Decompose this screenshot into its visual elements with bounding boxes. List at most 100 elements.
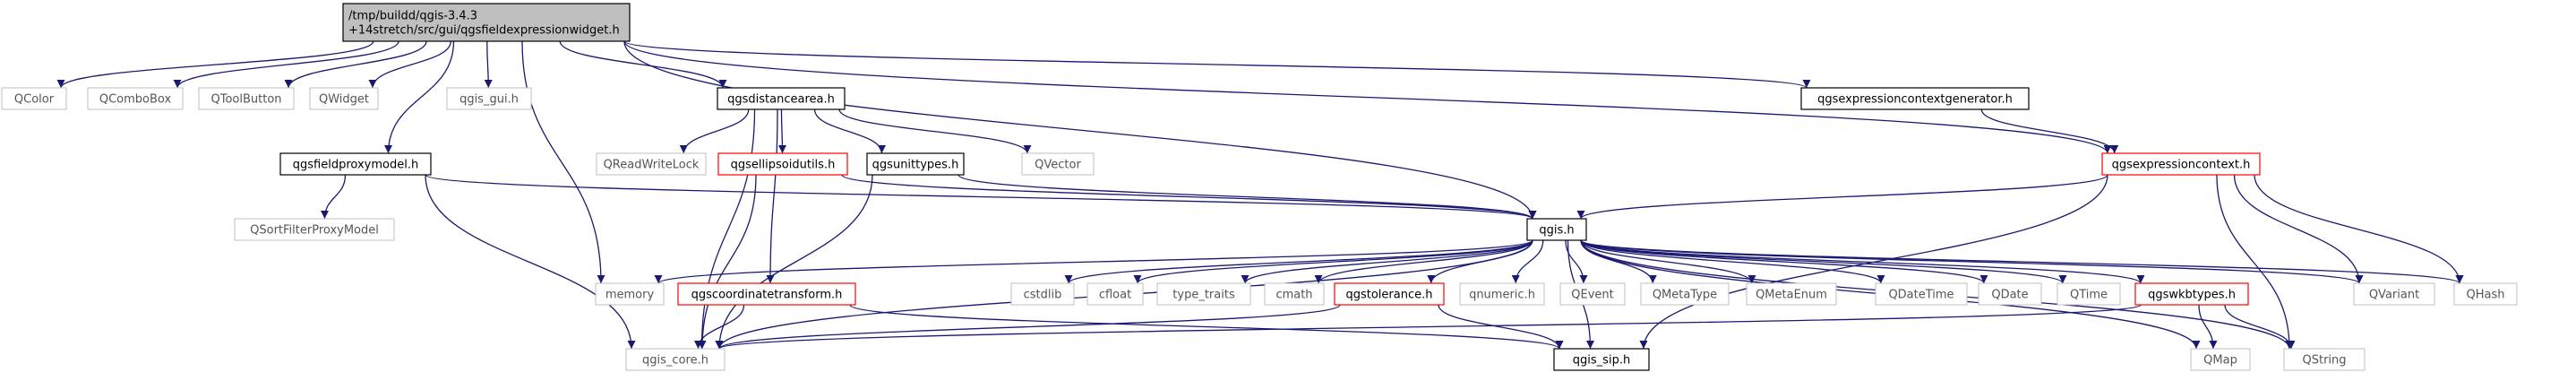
edge-qgsellipsoidutils-to-qgis	[841, 174, 1537, 220]
node-root-box	[342, 3, 631, 42]
node-type_traits[interactable]: type_traits	[1156, 282, 1251, 306]
node-qsortfilterproxymodel-label-0: QSortFilterProxyModel	[250, 224, 379, 238]
node-qmap-box	[2190, 348, 2251, 371]
edge-qgsfieldproxymodel-to-qgis_core	[425, 174, 636, 350]
edge-qgsexpressioncontext-to-qhash	[2254, 174, 2464, 284]
edge-qgis-to-cfloat	[1133, 239, 1533, 284]
node-qgsexpressioncontext[interactable]: qgsexpressioncontext.h	[2101, 152, 2261, 176]
node-qgsfieldproxymodel-box	[279, 152, 432, 176]
node-qvariant[interactable]: QVariant	[2353, 282, 2435, 306]
node-qmetatype-box	[1640, 282, 1730, 306]
node-qtoolbutton[interactable]: QToolButton	[198, 87, 295, 110]
node-qgis_core[interactable]: qgis_core.h	[625, 348, 726, 371]
node-root-label-0: /tmp/buildd/qgis-3.4.3	[348, 10, 477, 23]
edge-qgis-to-qmetaenum	[1580, 239, 1756, 284]
node-qcolor[interactable]: QColor	[1, 87, 67, 110]
node-qgswkbtypes[interactable]: qgswkbtypes.h	[2134, 282, 2249, 306]
node-qsortfilterproxymodel[interactable]: QSortFilterProxyModel	[234, 218, 395, 241]
node-memory-label-0: memory	[605, 289, 655, 302]
edge-qgis-to-qevent	[1565, 239, 1588, 284]
node-qgis_gui-box	[446, 87, 532, 110]
edge-qgscoordinatetransform-to-qgis_sip	[849, 304, 1564, 350]
edge-root-to-memory	[521, 40, 605, 284]
node-cfloat[interactable]: cfloat	[1086, 282, 1144, 306]
node-qgis_sip[interactable]: qgis_sip.h	[1553, 348, 1650, 371]
edge-root-to-qtoolbutton	[284, 40, 427, 89]
node-qgsellipsoidutils-label-0: qgsellipsoidutils.h	[731, 159, 836, 172]
node-qcombobox[interactable]: QComboBox	[87, 87, 184, 110]
node-qevent[interactable]: QEvent	[1559, 282, 1626, 306]
node-qstring-box	[2283, 348, 2366, 371]
edge-root-to-qgis	[623, 40, 1537, 220]
node-qgsexprctxgen-label-0: qgsexpressioncontextgenerator.h	[1817, 93, 2013, 107]
edge-qgsexpressioncontext-to-qgis	[1576, 174, 2108, 220]
node-qdate[interactable]: QDate	[1978, 282, 2042, 306]
edge-qgsdistancearea-to-qgscoordinatetransform	[766, 108, 778, 284]
node-qmetatype-label-0: QMetaType	[1653, 289, 1717, 302]
node-cmath[interactable]: cmath	[1264, 282, 1325, 306]
node-qreadwritelock[interactable]: QReadWriteLock	[596, 152, 707, 176]
node-qgscoordinatetransform-box	[677, 282, 856, 306]
node-qvector[interactable]: QVector	[1021, 152, 1095, 176]
edge-qgis-to-qhash	[1580, 239, 2464, 284]
edge-qgsunittypes-to-qgis	[957, 174, 1537, 220]
node-qtoolbutton-box	[198, 87, 295, 110]
node-qcolor-label-0: QColor	[14, 93, 55, 107]
node-qgstolerance[interactable]: qgstolerance.h	[1334, 282, 1445, 306]
node-qwidget[interactable]: QWidget	[309, 87, 379, 110]
node-qhash[interactable]: QHash	[2453, 282, 2518, 306]
edge-qgis-to-qgswkbtypes	[1580, 239, 2145, 284]
edge-qgsexpressioncontext-to-qvariant	[2233, 174, 2364, 284]
node-qmetaenum-box	[1746, 282, 1837, 306]
node-cstdlib[interactable]: cstdlib	[1010, 282, 1075, 306]
edge-root-to-qcolor	[56, 40, 374, 89]
node-cfloat-label-0: cfloat	[1099, 289, 1131, 302]
node-type_traits-box	[1156, 282, 1251, 306]
node-qvariant-box	[2353, 282, 2435, 306]
node-qreadwritelock-label-0: QReadWriteLock	[604, 159, 700, 172]
edge-root-to-qgsexpressioncontext	[623, 40, 2112, 154]
edge-root-to-qwidget	[368, 40, 451, 89]
node-root[interactable]: /tmp/buildd/qgis-3.4.3+14stretch/src/gui…	[342, 3, 631, 42]
node-qgscoordinatetransform[interactable]: qgscoordinatetransform.h	[677, 282, 856, 306]
node-type_traits-label-0: type_traits	[1172, 289, 1235, 302]
node-qgsellipsoidutils[interactable]: qgsellipsoidutils.h	[717, 152, 848, 176]
node-qnumeric[interactable]: qnumeric.h	[1459, 282, 1545, 306]
edge-qgsdistancearea-to-qvector	[838, 108, 1032, 154]
node-qdate-label-0: QDate	[1991, 289, 2028, 302]
edge-qgis-to-qdate	[1580, 239, 1988, 284]
node-qgsunittypes-label-0: qgsunittypes.h	[872, 159, 959, 172]
node-qgsunittypes[interactable]: qgsunittypes.h	[866, 152, 965, 176]
edge-root-to-qgsfieldproxymodel	[384, 40, 455, 154]
edge-qgswkbtypes-to-qmap	[2198, 304, 2218, 350]
nodes-layer: /tmp/buildd/qgis-3.4.3+14stretch/src/gui…	[1, 3, 2518, 371]
edge-qgis-to-cstdlib	[1064, 239, 1533, 284]
node-qmap[interactable]: QMap	[2190, 348, 2251, 371]
edge-qgsfieldproxymodel-to-qsortfilterproxymodel	[321, 174, 347, 220]
node-qgis_sip-box	[1553, 348, 1650, 371]
edge-qgsdistancearea-to-qgis_core	[698, 108, 756, 350]
node-qgsdistancearea[interactable]: qgsdistancearea.h	[717, 87, 846, 110]
node-qgsfieldproxymodel[interactable]: qgsfieldproxymodel.h	[279, 152, 432, 176]
node-qgis[interactable]: qgis.h	[1526, 218, 1587, 241]
node-qdatetime-box	[1875, 282, 1968, 306]
node-qmetaenum[interactable]: QMetaEnum	[1746, 282, 1837, 306]
node-memory-box	[595, 282, 665, 306]
node-qdatetime-label-0: QDateTime	[1888, 289, 1953, 302]
node-qgis_gui[interactable]: qgis_gui.h	[446, 87, 532, 110]
node-qdatetime[interactable]: QDateTime	[1875, 282, 1968, 306]
node-cmath-box	[1264, 282, 1325, 306]
node-qgis-label-0: qgis.h	[1539, 224, 1574, 238]
edge-qgsfieldproxymodel-to-qgis	[425, 174, 1537, 220]
node-qcombobox-label-0: QComboBox	[99, 93, 172, 107]
edge-qgsdistancearea-to-qgsellipsoidutils	[777, 108, 786, 154]
edge-root-to-qgsdistancearea	[559, 40, 727, 89]
node-memory[interactable]: memory	[595, 282, 665, 306]
edge-qgis-to-type_traits	[1241, 239, 1533, 284]
edge-qgsellipsoidutils-to-qgis_core	[698, 174, 757, 350]
edge-qgsunittypes-to-qgis_core	[715, 174, 873, 350]
node-qgsexprctxgen[interactable]: qgsexpressioncontextgenerator.h	[1800, 87, 2030, 110]
node-qtime[interactable]: QTime	[2057, 282, 2121, 306]
node-qmetatype[interactable]: QMetaType	[1640, 282, 1730, 306]
node-qstring[interactable]: QString	[2283, 348, 2366, 371]
